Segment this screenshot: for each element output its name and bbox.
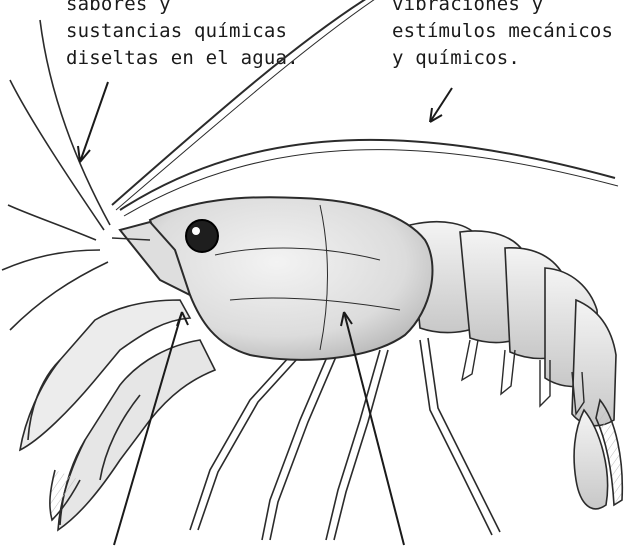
carapace <box>112 197 432 360</box>
walking-legs <box>190 338 500 540</box>
claws <box>20 300 215 530</box>
antennules <box>2 20 110 330</box>
eye <box>186 220 218 252</box>
abdomen <box>410 222 622 509</box>
antenna-long <box>112 0 618 216</box>
